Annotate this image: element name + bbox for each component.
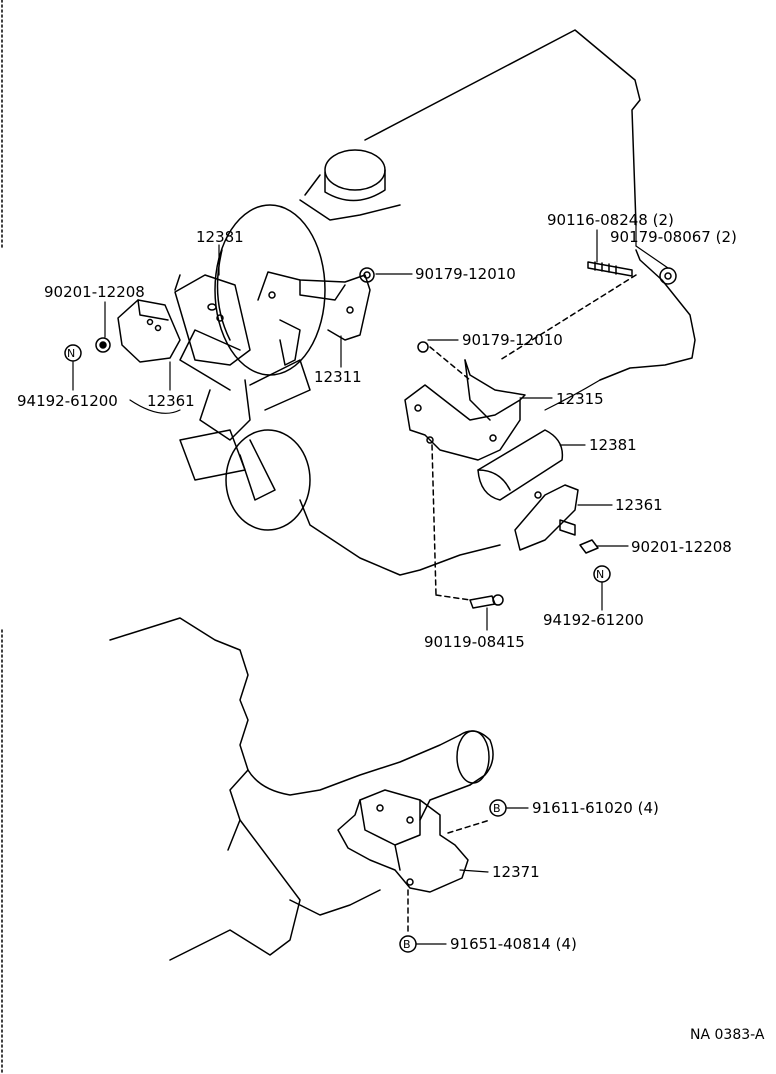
engine-block-outline	[299, 29, 696, 576]
label-90201-12208-right: 90201-12208	[631, 538, 732, 556]
fan-and-pulley	[174, 204, 326, 531]
rear-mount-12371	[337, 789, 469, 893]
label-90116-08248: 90116-08248 (2)	[547, 211, 674, 229]
b-marker-lower-letter: B	[403, 938, 411, 951]
bracket-12315	[404, 359, 526, 461]
n-marker-right: N	[596, 568, 605, 581]
nut-90201-12208-right	[579, 539, 599, 554]
label-90201-12208-left: 90201-12208	[44, 283, 145, 301]
label-94192-61200-left: 94192-61200	[17, 392, 118, 410]
leader-lines	[72, 224, 669, 945]
insulator-12381-right	[477, 429, 564, 501]
nut-90179-12010-lower	[417, 341, 429, 353]
nut-90179-08067	[659, 267, 677, 285]
label-90119-08415: 90119-08415	[424, 633, 525, 651]
label-91651-40814: 91651-40814 (4)	[450, 935, 577, 953]
stud-90116-08248	[587, 261, 633, 277]
label-94192-61200-right: 94192-61200	[543, 611, 644, 629]
mount-12361-left	[117, 299, 181, 363]
nut-90179-12010-upper	[359, 267, 375, 283]
label-91611-61020: 91611-61020 (4)	[532, 799, 659, 817]
bracket-12311	[257, 271, 371, 366]
assembly-dashed-lines	[407, 274, 637, 936]
label-12381-left: 12381	[196, 228, 244, 246]
b-marker-lower	[399, 935, 417, 953]
n-marker-left: N	[67, 347, 76, 360]
label-90179-12010-lower: 90179-12010	[462, 331, 563, 349]
bolt-90119-08415	[469, 594, 504, 609]
nut-90201-12208-left	[95, 337, 111, 353]
b-marker-upper-letter: B	[493, 802, 501, 815]
washer-n-left	[64, 344, 82, 362]
label-12381-right: 12381	[589, 436, 637, 454]
diagram-reference-code: NA 0383-A	[690, 1027, 765, 1043]
label-90179-08067: 90179-08067 (2)	[610, 228, 737, 246]
label-12371: 12371	[492, 863, 540, 881]
transmission-outline	[109, 617, 494, 961]
label-12311: 12311	[314, 368, 362, 386]
label-90179-12010-upper: 90179-12010	[415, 265, 516, 283]
mount-12361-right	[514, 484, 579, 551]
label-12315: 12315	[556, 390, 604, 408]
insulator-12381-left	[174, 274, 251, 366]
label-12361-right: 12361	[615, 496, 663, 514]
b-marker-upper	[489, 799, 507, 817]
label-12361-left: 12361	[147, 392, 195, 410]
